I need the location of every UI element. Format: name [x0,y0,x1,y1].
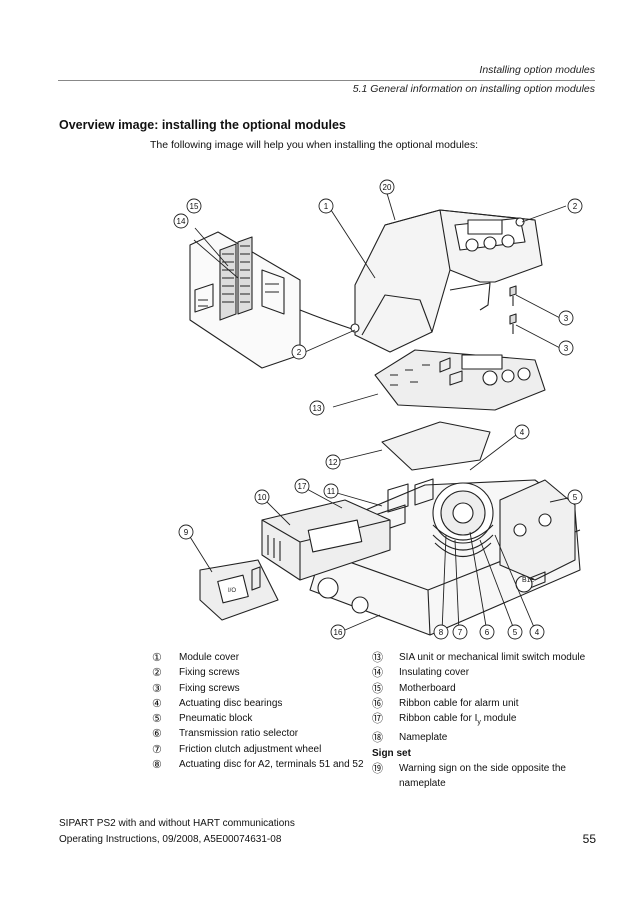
callout-16: 14 [173,213,189,229]
section-title: Overview image: installing the optional … [59,118,346,132]
svg-text:4: 4 [520,428,525,437]
callout-17: 15 [186,198,202,214]
block-label: B1e [522,577,535,584]
svg-text:17: 17 [298,482,307,491]
callout-11: 9 [178,524,194,540]
svg-text:8: 8 [439,628,444,637]
svg-text:12: 12 [329,458,338,467]
callout-14: 12 [325,454,341,470]
callout-8: 6 [479,624,495,640]
callout-5: 5 [567,489,583,505]
svg-text:5: 5 [573,493,578,502]
callout-19: 17 [294,478,310,494]
exploded-view-drawing: B1e I/O 15 14 20 1 2 2 3 3 13 4 12 17 11… [173,179,583,640]
svg-text:16: 16 [334,628,343,637]
module-cover [350,209,543,353]
svg-text:2: 2 [573,202,578,211]
svg-text:13: 13 [313,404,322,413]
svg-text:10: 10 [258,493,267,502]
footer-product: SIPART PS2 with and without HART communi… [59,818,295,829]
ribbon-cable-inset [189,231,356,369]
svg-text:3: 3 [564,344,569,353]
insulating-cover [381,421,491,471]
callout-20: 20 [379,179,395,195]
callout-2a: 2 [567,198,583,214]
callout-10: 8 [433,624,449,640]
svg-text:6: 6 [485,628,490,637]
svg-text:7: 7 [458,628,463,637]
svg-text:14: 14 [177,217,186,226]
svg-text:11: 11 [327,487,336,496]
motherboard [374,349,546,411]
callout-3a: 3 [558,310,574,326]
callout-circles: 15 14 20 1 2 2 3 3 13 4 12 17 11 10 5 9 … [173,179,583,640]
running-header-section: 5.1 General information on installing op… [352,83,595,95]
svg-text:20: 20 [383,183,392,192]
callout-7: 5 [507,624,523,640]
svg-text:2: 2 [297,348,302,357]
callout-13: 11 [323,483,339,499]
running-header-chapter: Installing option modules [479,64,595,76]
callout-2b: 2 [291,344,307,360]
exploded-view-figure: B1e I/O 15 14 20 1 2 2 3 3 13 4 12 17 11… [150,170,600,645]
callout-18: 16 [330,624,346,640]
svg-text:4: 4 [535,628,540,637]
callout-12: 10 [254,489,270,505]
callout-9: 7 [452,624,468,640]
svg-text:9: 9 [184,528,189,537]
callout-4: 4 [514,424,530,440]
callout-6: 4 [529,624,545,640]
callout-1: 1 [318,198,334,214]
option-module-11 [199,559,279,621]
option-module-12 [261,499,391,581]
sign-set-heading: Sign set [372,747,411,759]
svg-text:1: 1 [324,202,329,211]
svg-text:5: 5 [513,628,518,637]
callout-15: 13 [309,400,325,416]
page-number: 55 [582,832,596,846]
svg-text:3: 3 [564,314,569,323]
callout-3b: 3 [558,340,574,356]
svg-text:15: 15 [190,202,199,211]
fixing-screws [509,285,517,334]
header-rule [58,80,595,81]
leader-lines [186,189,569,633]
intro-text: The following image will help you when i… [150,139,479,151]
footer-document: Operating Instructions, 09/2008, A5E0007… [59,834,282,845]
module-label: I/O [228,588,236,594]
